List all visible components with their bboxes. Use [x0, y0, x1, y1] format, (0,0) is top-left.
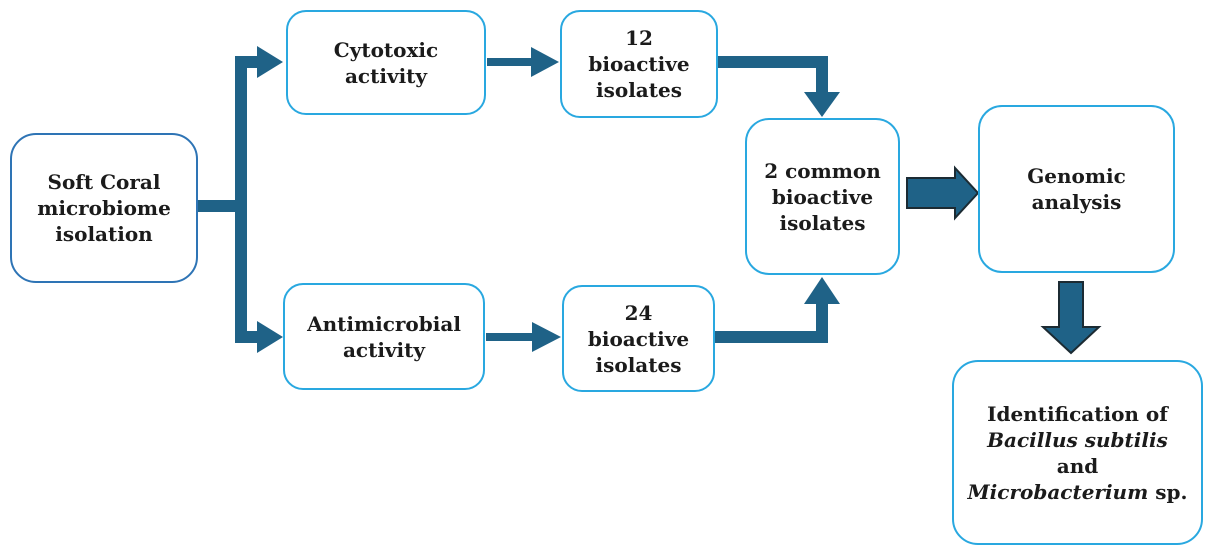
identification-line-1: Identification of: [987, 401, 1168, 426]
connector-trunk-branches: [235, 56, 259, 343]
node-genomic-analysis: Genomic analysis: [978, 105, 1175, 273]
arrowhead-up-to-common: [804, 277, 840, 304]
identification-line-2-species: Bacillus subtilis: [987, 427, 1168, 452]
identification-label: Identification of Bacillus subtilis and …: [968, 401, 1188, 505]
arrowhead-to-12: [531, 47, 559, 77]
node-antimicrobial-label: Antimicrobial activity: [307, 311, 461, 362]
node-cytotoxic-label: Cytotoxic activity: [333, 37, 439, 88]
identification-line-4: Microbacterium sp.: [968, 479, 1188, 505]
node-genomic-label: Genomic analysis: [1027, 164, 1126, 214]
block-arrow-right: [906, 165, 980, 221]
arrowhead-down-to-common: [804, 92, 840, 117]
node-antimicrobial-activity: Antimicrobial activity: [283, 283, 485, 390]
arrowhead-to-cytotoxic: [257, 46, 283, 78]
connector-24-common: [715, 302, 828, 343]
node-12-bioactive-label: 12 bioactive isolates: [588, 26, 690, 102]
connector-12-common: [718, 56, 828, 94]
arrowhead-to-antimicrobial: [257, 321, 283, 353]
block-arrow-down: [1040, 281, 1102, 355]
identification-line-3: and: [1056, 453, 1099, 478]
node-soft-coral-microbiome-isolation: Soft Coral microbiome isolation: [10, 133, 198, 283]
identification-line-4-suffix: sp.: [1148, 479, 1188, 504]
node-cytotoxic-activity: Cytotoxic activity: [286, 10, 486, 115]
node-2-common-label: 2 common bioactive isolates: [764, 158, 881, 235]
node-2-common-bioactive-isolates: 2 common bioactive isolates: [745, 118, 900, 275]
node-24-bioactive-label: 24 bioactive isolates: [587, 300, 690, 377]
node-12-bioactive-isolates: 12 bioactive isolates: [560, 10, 718, 118]
node-soft-coral-label: Soft Coral microbiome isolation: [37, 170, 171, 246]
node-identification: Identification of Bacillus subtilis and …: [952, 360, 1203, 545]
arrowhead-to-24: [532, 322, 561, 352]
identification-line-4-species: Microbacterium: [967, 479, 1149, 504]
node-24-bioactive-isolates: 24 bioactive isolates: [562, 285, 715, 392]
